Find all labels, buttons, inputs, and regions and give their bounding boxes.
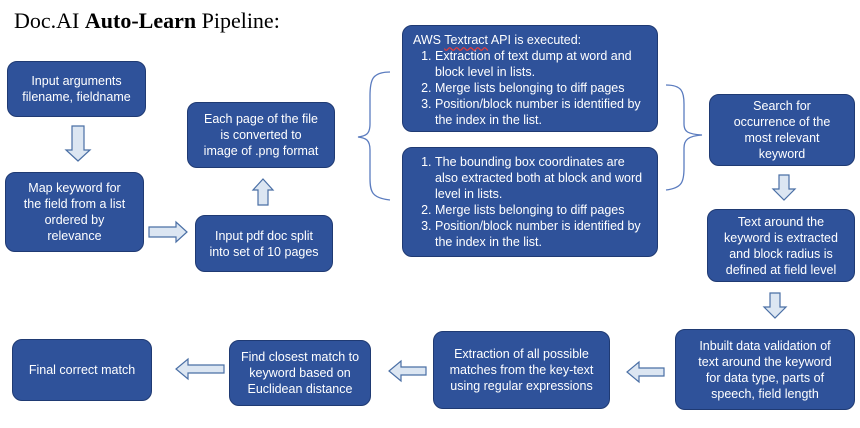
box-data-validation-text: Inbuilt data validation of text around t… <box>698 338 832 401</box>
box-data-validation: Inbuilt data validation of text around t… <box>675 329 855 410</box>
textract-steps: Extraction of text dump at word and bloc… <box>413 48 647 128</box>
textract-heading: AWS Textract API is executed: <box>413 32 581 48</box>
textract-step: Merge lists belonging to diff pages <box>435 80 647 96</box>
arrow-down-input-to-map <box>64 125 92 162</box>
title-bold: Auto-Learn <box>84 8 197 33</box>
arrow-down-search-to-text <box>771 174 797 201</box>
textract-heading-keyword: Textract <box>444 33 489 47</box>
box-final-match-text: Final correct match <box>28 363 136 377</box>
textract-heading-pre: AWS <box>413 33 445 47</box>
box-extraction-matches-text: Extraction of all possible matches from … <box>449 347 594 393</box>
arrow-down-text-to-validation <box>762 292 788 319</box>
arrow-left-closest-to-final <box>175 357 225 381</box>
arrow-right-map-to-split <box>148 220 188 244</box>
arrow-left-extraction-to-closest <box>388 359 427 383</box>
arrow-left-validation-to-extraction <box>626 360 665 384</box>
brace-right <box>665 84 703 191</box>
box-search-keyword: Search for occurrence of the most releva… <box>709 94 855 166</box>
box-split-pdf: Input pdf doc split into set of 10 pages <box>195 215 333 272</box>
box-bounding-box: The bounding box coordinates are also ex… <box>402 147 658 257</box>
box-closest-match: Find closest match to keyword based on E… <box>229 340 371 406</box>
title-prefix: Doc.AI <box>14 8 85 33</box>
box-convert-png: Each page of the file is converted to im… <box>187 102 335 168</box>
bbox-step: Position/block number is identified by t… <box>435 218 647 250</box>
box-closest-match-text: Find closest match to keyword based on E… <box>240 350 360 396</box>
bbox-step: Merge lists belonging to diff pages <box>435 202 647 218</box>
box-input-arguments: Input arguments filename, fieldname <box>7 61 146 117</box>
box-map-keyword-text: Map keyword for the field from a list or… <box>23 181 126 243</box>
box-aws-textract: AWS Textract API is executed: Extraction… <box>402 25 658 132</box>
box-final-match: Final correct match <box>12 339 152 401</box>
box-map-keyword: Map keyword for the field from a list or… <box>5 172 144 252</box>
diagram-title: Doc.AI Auto-Learn Pipeline: <box>14 8 280 34</box>
box-split-pdf-text: Input pdf doc split into set of 10 pages <box>209 228 319 259</box>
box-text-around-keyword-text: Text around the keyword is extracted and… <box>724 214 838 277</box>
brace-left <box>357 71 391 201</box>
bbox-steps: The bounding box coordinates are also ex… <box>413 154 647 250</box>
title-suffix: Pipeline: <box>196 8 280 33</box>
textract-step: Extraction of text dump at word and bloc… <box>435 48 647 80</box>
textract-heading-post: API is executed: <box>488 33 582 47</box>
bbox-step: The bounding box coordinates are also ex… <box>435 154 647 202</box>
arrow-up-split-to-convert <box>251 178 275 206</box>
box-search-keyword-text: Search for occurrence of the most releva… <box>733 99 831 161</box>
box-input-arguments-text: Input arguments filename, fieldname <box>22 74 131 104</box>
box-convert-png-text: Each page of the file is converted to im… <box>203 112 319 158</box>
box-text-around-keyword: Text around the keyword is extracted and… <box>707 209 855 282</box>
textract-step: Position/block number is identified by t… <box>435 96 647 128</box>
box-extraction-matches: Extraction of all possible matches from … <box>433 331 610 409</box>
